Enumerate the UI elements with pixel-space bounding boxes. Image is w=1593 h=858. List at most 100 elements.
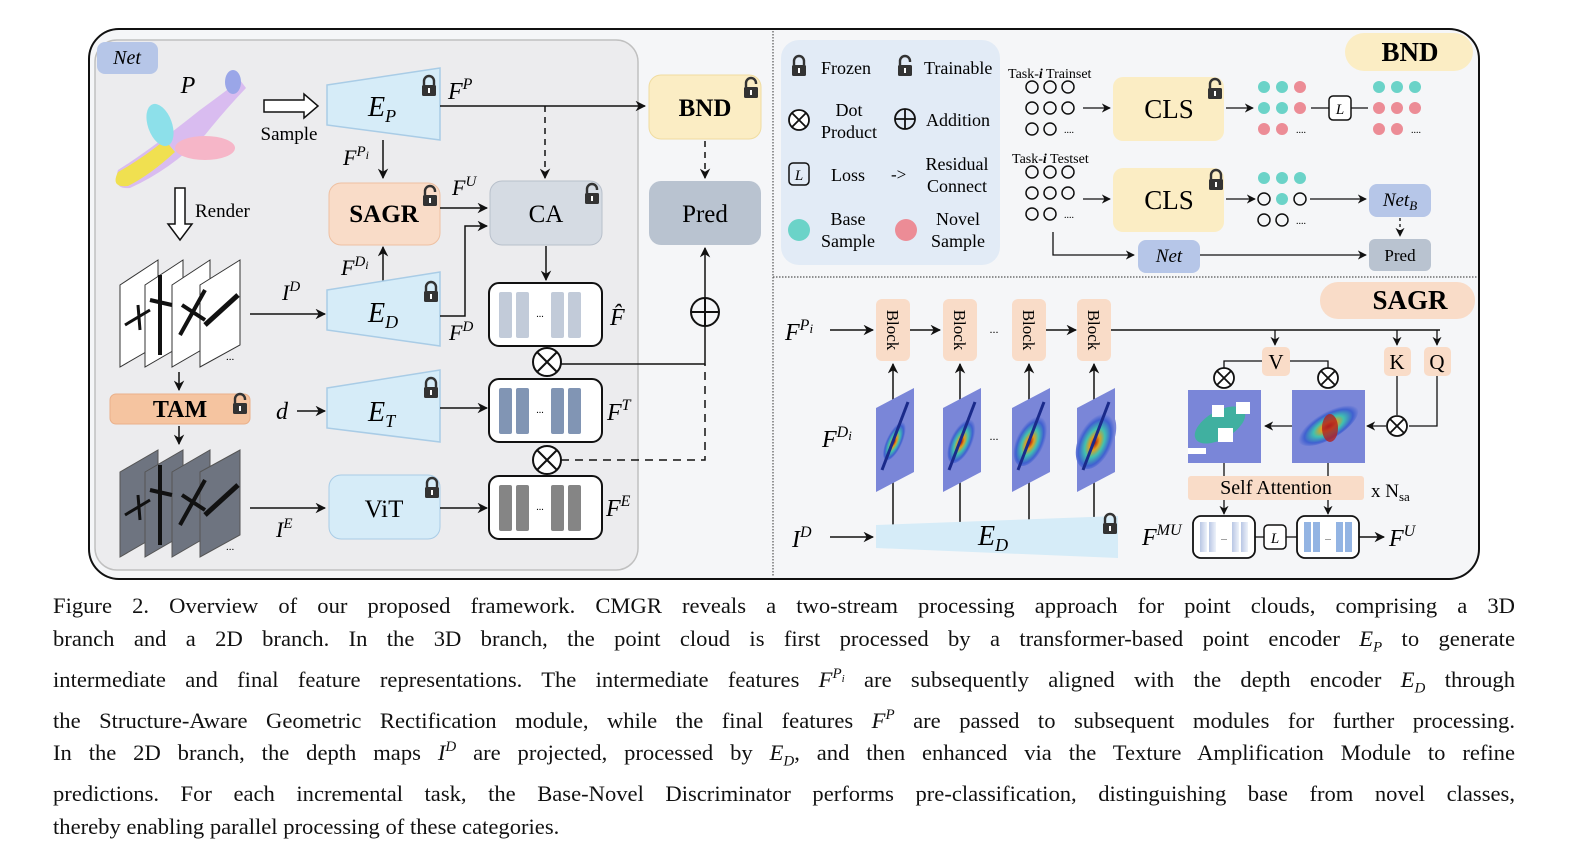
heatmap-ellipsis: ... bbox=[990, 429, 999, 443]
dot-product-icon bbox=[532, 347, 562, 377]
legend-novel-label-2: Sample bbox=[931, 231, 985, 251]
fu-feature-block: ... bbox=[1296, 515, 1360, 559]
fhat-feature-block: ... bbox=[488, 282, 603, 347]
sagr-fdi-label: FDi bbox=[821, 424, 852, 453]
sample-dot bbox=[1043, 186, 1057, 200]
caption-line: thereby enabling parallel processing of … bbox=[53, 813, 560, 839]
airplane-silhouette bbox=[880, 401, 910, 471]
legend-novel-label-1: Novel bbox=[936, 209, 980, 229]
block-ellipsis: ... bbox=[990, 322, 999, 336]
testset-samples: .... bbox=[1025, 165, 1075, 221]
svg-text:L: L bbox=[1335, 102, 1344, 118]
ed-label: ED bbox=[367, 298, 398, 332]
ie-label: IE bbox=[275, 516, 293, 542]
k-box bbox=[1384, 347, 1411, 376]
test-predictions: .... bbox=[1257, 172, 1307, 227]
base-sample-dot bbox=[1258, 102, 1270, 114]
svg-text:...: ... bbox=[1325, 533, 1331, 542]
block bbox=[1077, 299, 1111, 361]
sample-dot bbox=[1043, 122, 1057, 136]
base-sample-dot bbox=[1294, 172, 1306, 184]
base-sample-dot bbox=[1409, 81, 1421, 93]
svg-text:...: ... bbox=[226, 351, 235, 363]
cls-label: CLS bbox=[1144, 185, 1194, 215]
ft-label: FT bbox=[606, 397, 632, 426]
vit-label: ViT bbox=[365, 496, 404, 523]
novel-sample-dot bbox=[1276, 123, 1288, 135]
more-samples: .... bbox=[1064, 125, 1074, 136]
legend-residual-icon: -> bbox=[891, 165, 906, 184]
svg-text:L: L bbox=[1270, 531, 1279, 547]
legend-residual-label-2: Connect bbox=[927, 176, 987, 196]
legend-frozen-label: Frozen bbox=[821, 58, 871, 78]
sample-dot bbox=[1025, 186, 1039, 200]
block-label: Block bbox=[883, 310, 902, 351]
testset-label: Task-i Testset bbox=[1012, 152, 1089, 167]
dot-product-icon bbox=[1386, 415, 1408, 437]
sample-label: Sample bbox=[261, 124, 318, 145]
net-tag-label: Net bbox=[112, 47, 141, 69]
train-ground-truth: .... bbox=[1373, 81, 1421, 136]
novel-sample-dot bbox=[1294, 81, 1306, 93]
bnd-label: BND bbox=[679, 95, 732, 122]
sample-dot bbox=[1025, 122, 1039, 136]
sample-dot bbox=[1025, 207, 1039, 221]
net-label: Net bbox=[1155, 246, 1183, 267]
block-label: Block bbox=[950, 310, 969, 351]
sample-dot bbox=[1025, 101, 1039, 115]
caption-line: Figure 2. Overview of our proposed frame… bbox=[53, 593, 1515, 618]
text-encoder-et bbox=[326, 369, 441, 443]
base-sample-dot bbox=[1258, 172, 1270, 184]
svg-text:...: ... bbox=[536, 309, 544, 320]
block-label: Block bbox=[1084, 310, 1103, 351]
airplane-silhouette bbox=[1016, 401, 1046, 471]
airplane-silhouette bbox=[1081, 401, 1111, 471]
legend-residual-label-1: Residual bbox=[926, 154, 989, 174]
sagr-panel-title-badge bbox=[1320, 282, 1475, 319]
sample-dot bbox=[1257, 192, 1271, 206]
novel-sample-dot bbox=[1294, 102, 1306, 114]
more-samples: .... bbox=[1064, 210, 1074, 221]
heatmap-stack bbox=[876, 388, 1117, 492]
legend-base-label-2: Sample bbox=[821, 231, 875, 251]
sample-dot bbox=[1061, 80, 1075, 94]
block bbox=[1012, 299, 1046, 361]
net-tag bbox=[97, 42, 158, 74]
fdi-label: FDi bbox=[340, 254, 369, 280]
base-sample-dot bbox=[1258, 81, 1270, 93]
sagr-fpi-label: FPi bbox=[784, 317, 813, 346]
svg-text:...: ... bbox=[226, 541, 235, 553]
ca-module bbox=[489, 180, 603, 246]
base-sample-dot bbox=[1276, 102, 1288, 114]
trainset-label: Task-i Trainset bbox=[1008, 67, 1092, 82]
fmu-label: FMU bbox=[1141, 522, 1183, 551]
net-b-label: NetB bbox=[1382, 190, 1417, 213]
train-predictions: .... bbox=[1258, 81, 1306, 136]
k-label: K bbox=[1389, 350, 1404, 374]
sample-dot bbox=[1061, 186, 1075, 200]
tam-module bbox=[109, 393, 251, 425]
cls-label: CLS bbox=[1144, 94, 1194, 124]
attention-map-refined bbox=[1188, 390, 1261, 463]
legend-trainable-label: Trainable bbox=[924, 58, 992, 78]
svg-text:...: ... bbox=[536, 405, 544, 416]
tam-label: TAM bbox=[153, 397, 207, 423]
novel-sample-dot bbox=[1391, 102, 1403, 114]
q-box bbox=[1424, 347, 1451, 376]
legend-addition-icon bbox=[894, 108, 916, 130]
attention-map bbox=[1292, 390, 1365, 463]
v-label: V bbox=[1268, 350, 1283, 374]
net-b-box bbox=[1369, 184, 1431, 217]
trainset-samples: .... bbox=[1025, 80, 1075, 136]
caption-line: intermediate and final feature represent… bbox=[53, 665, 1515, 697]
more-samples: .... bbox=[1296, 125, 1306, 136]
pred-label: Pred bbox=[682, 201, 728, 228]
caption-line: predictions. For each incremental task, … bbox=[53, 781, 1515, 807]
enhanced-maps-stack: ... bbox=[119, 449, 241, 558]
legend-dot-product-icon bbox=[788, 109, 810, 131]
sample-dot bbox=[1257, 213, 1271, 227]
legend-loss-label: Loss bbox=[831, 165, 865, 185]
sample-dot bbox=[1043, 165, 1057, 179]
sagr-ed-label: ED bbox=[977, 521, 1008, 555]
sample-dot bbox=[1025, 80, 1039, 94]
